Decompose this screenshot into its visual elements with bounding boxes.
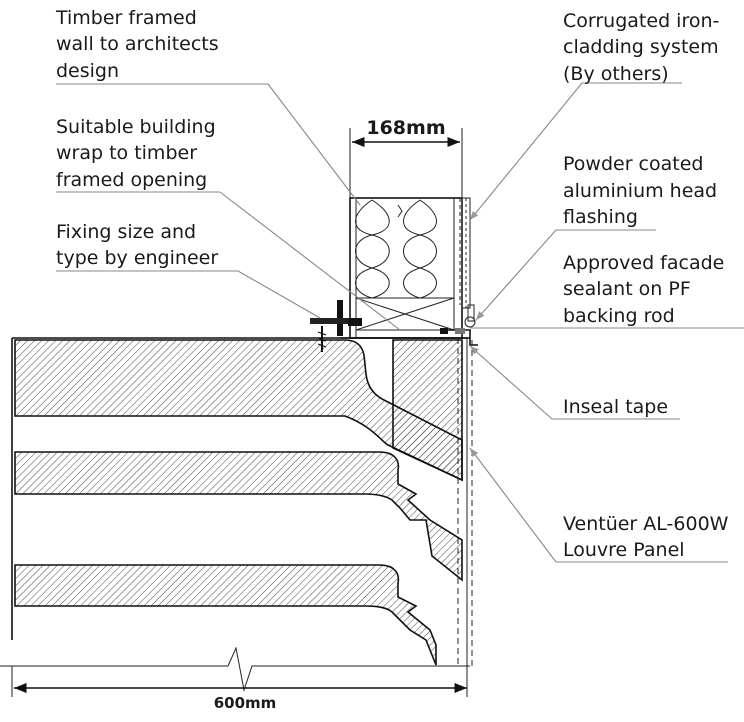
dimension-bottom: 600mm xyxy=(14,682,467,712)
callout-line: backing rod xyxy=(563,305,675,327)
dimension-bottom-label: 600mm xyxy=(214,694,277,712)
callout-fixing: Fixing size and type by engineer xyxy=(56,221,218,269)
callout-line: Inseal tape xyxy=(563,396,668,418)
timber-wall xyxy=(349,197,471,339)
callout-timber-wall: Timber framed wall to architects design xyxy=(55,7,219,82)
timber-bottom-plate xyxy=(355,297,455,331)
louvre-blade-2 xyxy=(14,451,463,582)
callout-sealant: Approved facade sealant on PF backing ro… xyxy=(563,252,724,327)
callout-line: Corrugated iron- xyxy=(563,10,719,32)
louvre-blade-3 xyxy=(14,564,437,666)
callout-line: Suitable building xyxy=(56,116,216,138)
callout-corrugated-iron: Corrugated iron- cladding system (By oth… xyxy=(563,10,719,85)
callout-line: sealant on PF xyxy=(563,278,691,300)
callout-line: framed opening xyxy=(56,169,207,191)
callout-line: aluminium head xyxy=(563,180,717,202)
callout-line: Approved facade xyxy=(563,252,724,274)
callout-building-wrap: Suitable building wrap to timber framed … xyxy=(56,116,216,191)
callout-line: flashing xyxy=(563,206,638,228)
louvre-blade-1 xyxy=(14,339,463,482)
callout-louvre-panel: Ventüer AL-600W Louvre Panel xyxy=(563,513,729,561)
callout-line: wrap to timber xyxy=(56,142,197,164)
callout-line: Powder coated xyxy=(563,153,703,175)
callout-line: (By others) xyxy=(563,63,669,85)
callout-line: Ventüer AL-600W xyxy=(563,513,729,535)
callout-line: type by engineer xyxy=(56,247,218,269)
dimension-top-label: 168mm xyxy=(366,117,445,139)
callout-inseal-tape: Inseal tape xyxy=(563,396,668,418)
louvre-frame xyxy=(11,337,473,697)
callout-head-flashing: Powder coated aluminium head flashing xyxy=(563,153,717,228)
callout-line: Louvre Panel xyxy=(563,539,685,561)
break-line xyxy=(0,646,470,692)
insulation xyxy=(355,199,437,299)
leader-lines xyxy=(56,82,744,563)
callout-line: cladding system xyxy=(563,36,719,58)
dimension-top: 168mm xyxy=(349,117,463,198)
callout-line: Timber framed xyxy=(55,7,197,29)
callout-line: Fixing size and xyxy=(56,221,196,243)
callout-line: design xyxy=(56,60,119,82)
callout-line: wall to architects xyxy=(56,33,219,55)
